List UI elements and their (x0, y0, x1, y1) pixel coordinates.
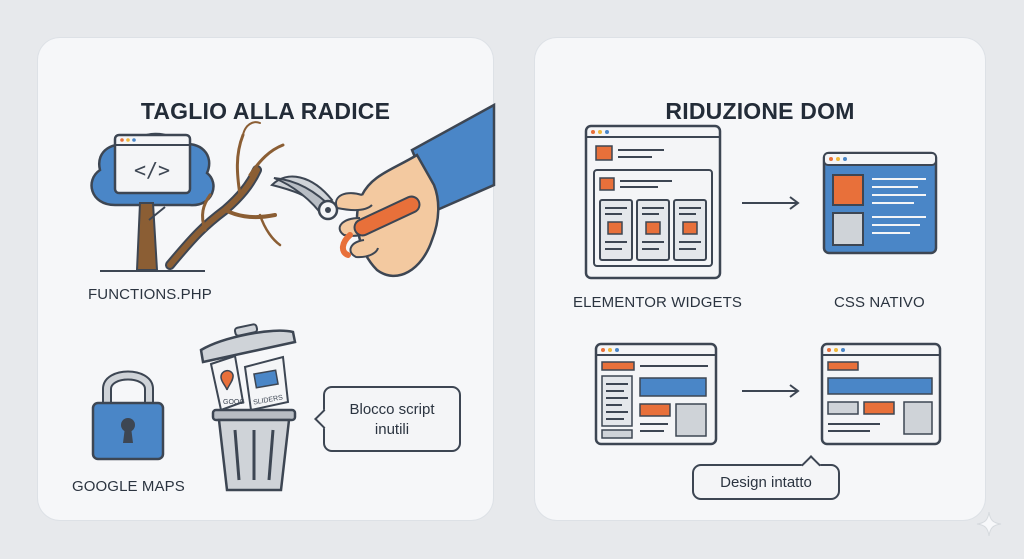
branches-icon (165, 121, 285, 270)
code-symbol: </> (134, 158, 170, 182)
layout-after-window (820, 342, 942, 446)
arrow-right-icon (742, 196, 800, 210)
layout-before-window (594, 342, 718, 446)
css-nativo-label: CSS NATIVO (834, 294, 925, 311)
trash-can-icon: GOOG SLIDERS (199, 323, 297, 492)
code-tree-icon: </> (90, 132, 215, 272)
blocco-script-bubble: Blocco script inutili (314, 386, 461, 452)
sparkle-icon (976, 511, 1002, 537)
css-nativo-window (822, 151, 938, 255)
panel-title: TAGLIO ALLA RADICE (140, 98, 391, 124)
google-maps-label: GOOGLE MAPS (72, 478, 185, 495)
panel-title: RIDUZIONE DOM (665, 98, 855, 124)
elementor-widgets-label: ELEMENTOR WIDGETS (573, 294, 742, 311)
bubble-text: Blocco script inutili (349, 401, 435, 438)
elementor-widgets-window (584, 124, 722, 280)
padlock-icon (91, 370, 165, 461)
trash-card-google-text: GOOG (223, 399, 245, 406)
design-intatto-bubble: Design intatto (692, 455, 840, 500)
pruning-shears-hand-icon (270, 102, 496, 278)
bubble-text: Design intatto (720, 474, 812, 491)
functions-php-label: FUNCTIONS.PHP (88, 286, 212, 303)
arrow-right-icon-2 (742, 384, 800, 398)
